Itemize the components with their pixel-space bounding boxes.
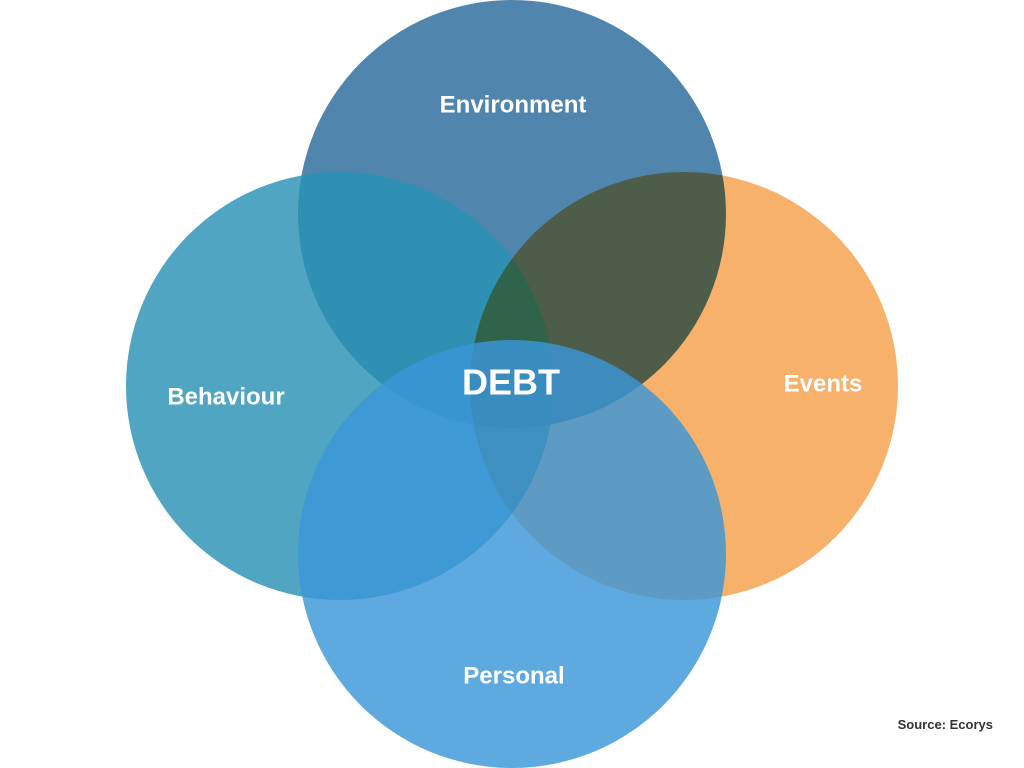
label-personal: Personal xyxy=(463,662,564,689)
label-behaviour: Behaviour xyxy=(167,383,284,410)
source-note: Source: Ecorys xyxy=(897,717,993,732)
circle-personal xyxy=(298,340,726,768)
label-environment: Environment xyxy=(440,91,587,118)
label-center-debt: DEBT xyxy=(462,362,560,403)
label-events: Events xyxy=(784,370,863,397)
